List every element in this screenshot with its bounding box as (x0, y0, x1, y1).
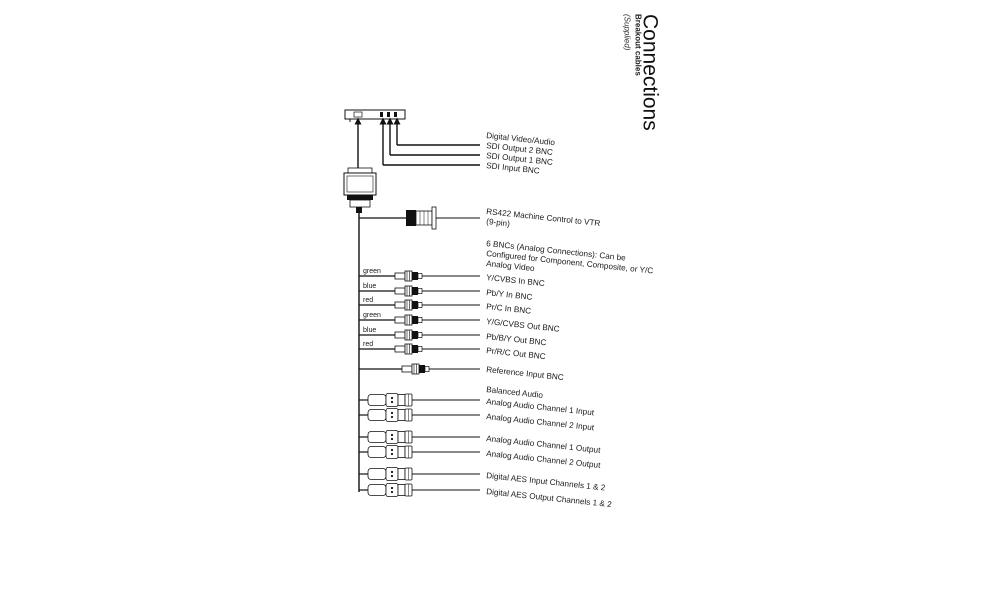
xlr-branch-4 (359, 445, 480, 459)
top-label-group: Digital Video/Audio SDI Output 2 BNC SDI… (486, 131, 556, 176)
bnc-branch-5 (359, 329, 480, 341)
bnc-branch-4 (359, 314, 480, 326)
subtitle-note: (Supplied) (622, 14, 631, 51)
bnc-color-tag: blue (363, 283, 376, 290)
card-bracket (344, 109, 406, 122)
label-rs422-pins: (9-pin) (486, 217, 511, 228)
xlr-branch-1 (359, 393, 480, 407)
label-bnc: Y/CVBS In BNC (486, 273, 545, 288)
rs422-connector (359, 206, 480, 230)
xlr-branch-6 (359, 483, 480, 497)
bnc-color-tag: red (363, 341, 373, 348)
page-title: Connections (639, 14, 662, 131)
bnc-branch-1 (359, 270, 480, 282)
bnc-branch-3 (359, 299, 480, 311)
label-reference-input: Reference Input BNC (486, 365, 564, 382)
label-bnc: Pb/B/Y Out BNC (486, 332, 547, 347)
bnc-branch-6 (359, 343, 480, 355)
bnc-color-tag: green (363, 268, 381, 275)
label-bnc: Pb/Y In BNC (486, 288, 533, 302)
label-bnc: Y/G/CVBS Out BNC (486, 317, 560, 334)
bnc-branch-2 (359, 285, 480, 297)
bnc-color-tag: blue (363, 327, 376, 334)
label-bnc: Pr/R/C Out BNC (486, 346, 546, 361)
label-bnc: Pr/C In BNC (486, 302, 532, 316)
bnc-color-tag: green (363, 312, 381, 319)
reference-bnc-branch (359, 363, 480, 375)
main-connector (343, 167, 377, 213)
xlr-branch-3 (359, 430, 480, 444)
subtitle: Breakout cables (633, 14, 642, 76)
xlr-branch-5 (359, 467, 480, 481)
bnc-color-tag: red (363, 297, 373, 304)
xlr-branch-2 (359, 408, 480, 422)
